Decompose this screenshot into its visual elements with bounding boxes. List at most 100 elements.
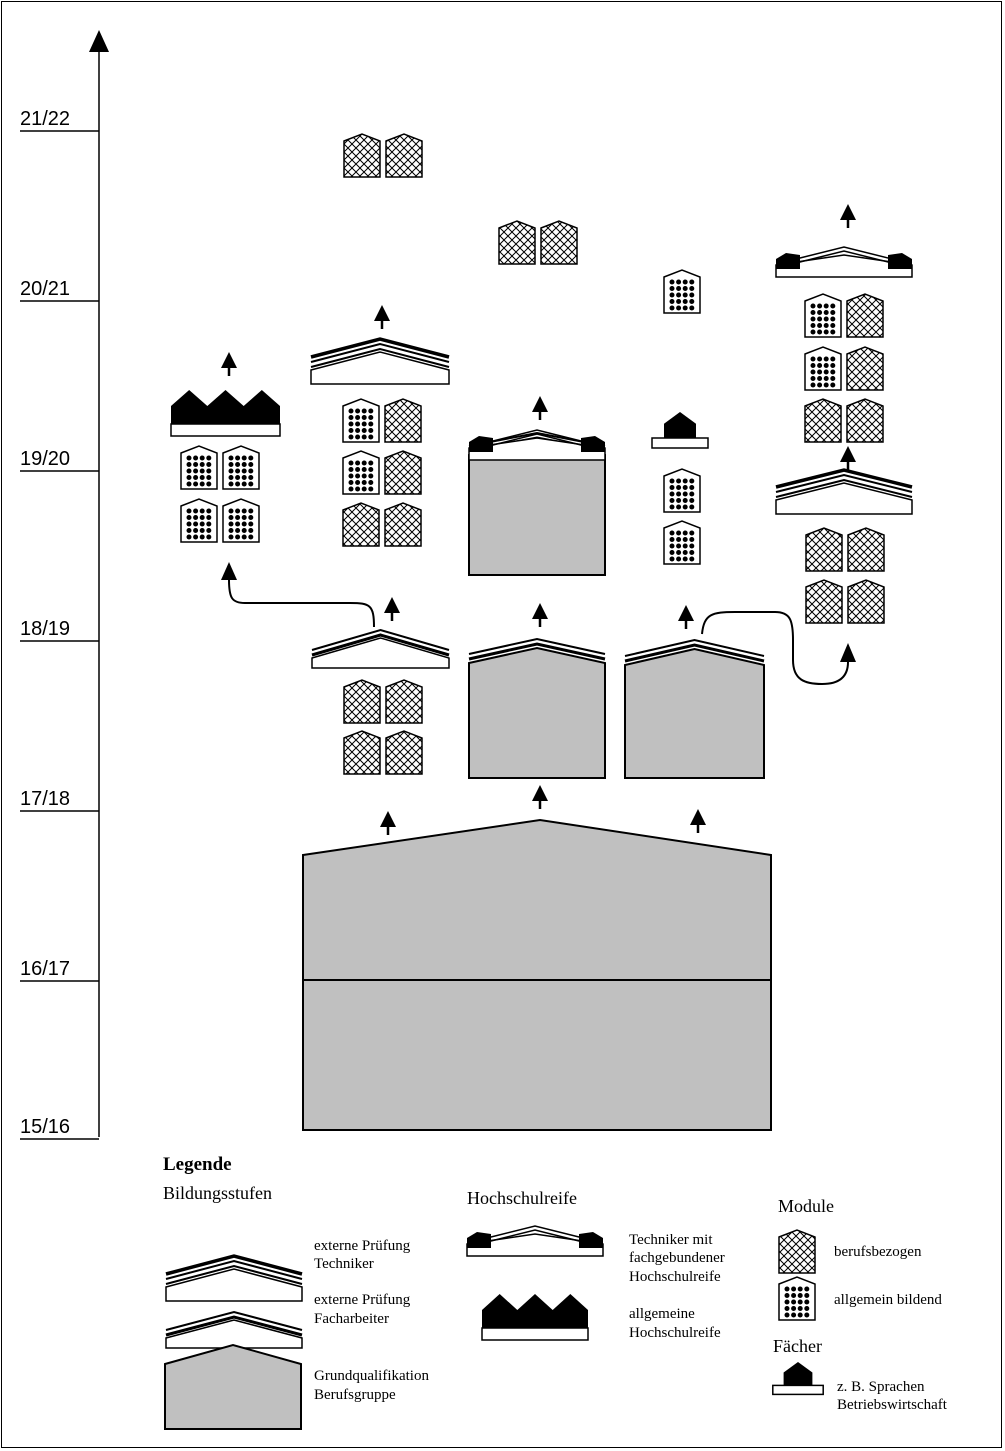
legend-bildungsstufen-heading: Bildungsstufen — [163, 1183, 272, 1203]
crosshatch-module-icon — [343, 679, 381, 724]
crosshatch-module-icon — [342, 502, 380, 547]
dotted-module-icon — [663, 520, 701, 565]
timeline-label-18-19: 18/19 — [20, 618, 99, 642]
legend-subject-house-icon — [772, 1362, 824, 1396]
legend-fachgebunden-hsr-roof — [466, 1225, 604, 1257]
legend-allgemein-bildend-label: allgemein bildend — [834, 1292, 942, 1308]
facharbeiter-exam-roof — [311, 628, 450, 669]
timeline-label-20-21: 20/21 — [20, 278, 99, 302]
techniker-exam-roof — [775, 468, 913, 515]
legend-facharbeiter-line1: externe Prüfung — [314, 1292, 411, 1308]
techniker-exam-roof — [310, 337, 450, 385]
legend-hochschulreife-heading: Hochschulreife — [467, 1188, 577, 1208]
crosshatch-module-icon — [846, 293, 884, 338]
legend-techniker-roof — [165, 1254, 303, 1302]
dotted-module-icon — [222, 445, 260, 490]
legend-allgemein-hsr-line2: Hochschulreife — [629, 1325, 721, 1341]
subject-house-icon — [651, 412, 709, 449]
dotted-module-icon — [663, 269, 701, 314]
dotted-module-icon — [342, 398, 380, 443]
crosshatch-module-icon — [847, 527, 885, 572]
timeline-label-17-18: 17/18 — [20, 788, 99, 812]
crosshatch-module-icon — [385, 133, 423, 178]
up-arrow-icon — [840, 204, 856, 228]
crosshatch-module-icon — [384, 450, 422, 495]
legend-module-heading: Module — [778, 1196, 834, 1216]
crosshatch-module-icon — [384, 398, 422, 443]
up-arrow-icon — [840, 446, 856, 470]
timeline-label-15-16: 15/16 — [20, 1116, 99, 1140]
legend-fachgebunden-line2: fachgebundener — [629, 1250, 725, 1266]
dotted-module-icon — [804, 293, 842, 338]
legend-grundqualifikation-block — [164, 1343, 302, 1430]
fachgebundene-hsr-roof — [468, 429, 606, 461]
allgemeine-hsr-roof — [170, 390, 281, 437]
axis-arrow-icon — [89, 30, 109, 52]
svg-text:19/20: 19/20 — [20, 448, 70, 470]
svg-text:21/22: 21/22 — [20, 108, 70, 130]
up-arrow-icon — [374, 305, 390, 329]
crosshatch-module-icon — [846, 346, 884, 391]
crosshatch-module-icon — [847, 579, 885, 624]
legend-facharbeiter-line2: Facharbeiter — [314, 1311, 389, 1327]
crosshatch-module-icon — [804, 398, 842, 443]
crosshatch-module-icon — [805, 579, 843, 624]
crosshatch-module-icon — [385, 730, 423, 775]
crosshatch-module-icon — [343, 730, 381, 775]
up-arrow-icon — [678, 605, 694, 629]
legend-allgemein-hsr-roof — [481, 1294, 589, 1341]
up-arrow-icon — [690, 809, 706, 833]
crosshatch-module-icon — [540, 220, 578, 265]
svg-text:16/17: 16/17 — [20, 958, 70, 980]
dotted-module-icon — [778, 1276, 816, 1321]
base-qualification-block — [302, 818, 772, 1131]
crosshatch-module-icon — [384, 502, 422, 547]
fachgebundene-hsr-roof — [775, 246, 913, 278]
legend: Legende Bildungsstufen Hochschulreife Mo… — [163, 1154, 948, 1413]
up-arrow-icon — [221, 352, 237, 376]
timeline-axis — [89, 30, 109, 1137]
crosshatch-module-icon — [846, 398, 884, 443]
svg-text:15/16: 15/16 — [20, 1116, 70, 1138]
svg-text:18/19: 18/19 — [20, 618, 70, 640]
legend-grundqualifikation-line1: Grundqualifikation — [314, 1368, 429, 1384]
legend-techniker-line1: externe Prüfung — [314, 1238, 411, 1254]
grey-stage-block — [468, 637, 606, 779]
dotted-module-icon — [180, 498, 218, 543]
grey-stage-block — [624, 638, 765, 779]
dotted-module-icon — [342, 450, 380, 495]
crosshatch-module-icon — [385, 679, 423, 724]
legend-facharbeiter-roof — [165, 1310, 303, 1349]
up-arrow-icon — [532, 785, 548, 809]
timeline-label-21-22: 21/22 — [20, 108, 99, 132]
legend-title: Legende — [163, 1154, 232, 1175]
legend-berufsbezogen-label: berufsbezogen — [834, 1244, 922, 1260]
crosshatch-module-icon — [778, 1229, 816, 1274]
curved-connector-right — [701, 611, 856, 686]
crosshatch-module-icon — [343, 133, 381, 178]
up-arrow-icon — [532, 603, 548, 627]
up-arrow-icon — [384, 597, 400, 621]
legend-allgemein-hsr-line1: allgemeine — [629, 1306, 695, 1322]
svg-text:17/18: 17/18 — [20, 788, 70, 810]
legend-fachgebunden-line1: Techniker mit — [629, 1232, 713, 1248]
crosshatch-module-icon — [805, 527, 843, 572]
dotted-module-icon — [663, 468, 701, 513]
legend-fachgebunden-line3: Hochschulreife — [629, 1269, 721, 1285]
timeline-label-16-17: 16/17 — [20, 958, 99, 982]
svg-text:20/21: 20/21 — [20, 278, 70, 300]
legend-faecher-heading: Fächer — [773, 1336, 822, 1356]
up-arrow-icon — [380, 811, 396, 835]
legend-faecher-line1: z. B. Sprachen — [837, 1379, 925, 1395]
legend-grundqualifikation-line2: Berufsgruppe — [314, 1387, 396, 1403]
timeline-label-19-20: 19/20 — [20, 448, 99, 472]
curved-connector-left — [221, 562, 375, 628]
dotted-module-icon — [222, 498, 260, 543]
dotted-module-icon — [180, 445, 218, 490]
legend-faecher-line2: Betriebswirtschaft — [837, 1397, 948, 1413]
dotted-module-icon — [804, 346, 842, 391]
up-arrow-icon — [532, 396, 548, 420]
crosshatch-module-icon — [498, 220, 536, 265]
